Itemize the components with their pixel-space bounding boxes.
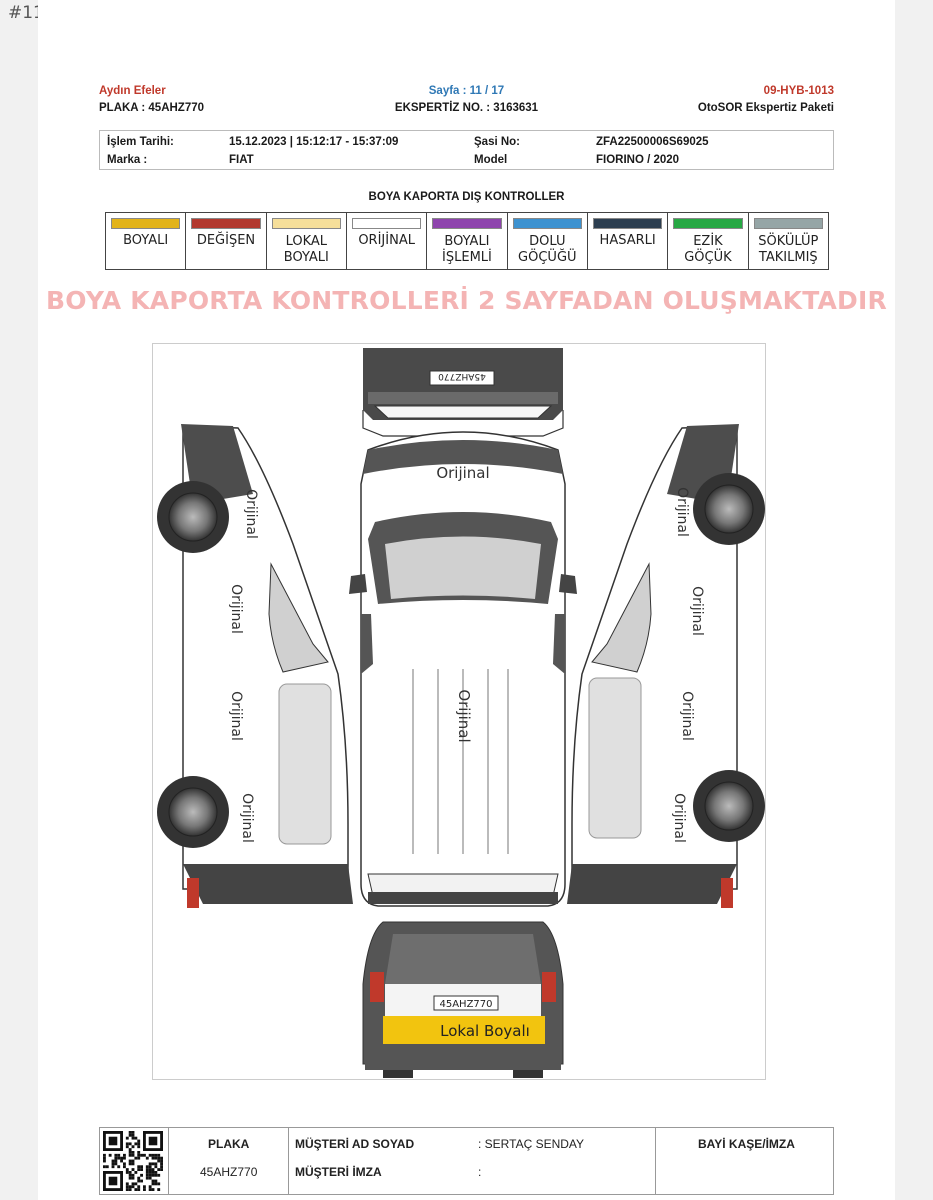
rear-plate: 45AHZ770 [439,999,492,1010]
left-side-view: Orijinal Orijinal Orijinal Orijinal [157,424,353,908]
legend-label: DEĞİŞEN [196,233,256,248]
legend-label: BOYALI [123,233,169,248]
legend-swatch [271,218,341,229]
left-rear-fender-status: Orijinal [239,793,255,843]
plate-label: PLAKA [208,1137,250,1151]
legend-label: ORİJİNAL [358,233,415,248]
right-side-view: Orijinal Orijinal Orijinal Orijinal [567,424,765,908]
qr-code-icon [103,1131,163,1191]
car-diagram-svg: 45AHZ770 Orijinal Orijinal [157,348,765,1078]
front-plate: 45AHZ770 [438,371,486,381]
right-rear-door-status: Orijinal [679,691,695,741]
legend-label: HASARLI [599,233,656,248]
date-value: 15.12.2023 | 15:12:17 - 15:37:09 [229,136,399,148]
legend-swatch [351,218,422,229]
tailgate-local-paint [383,1016,545,1044]
top-view: Orijinal Orijinal [349,431,577,907]
legend-swatch [111,218,181,229]
right-front-fender-status: Orijinal [674,487,690,537]
customer-label: MÜŞTERİ AD SOYAD [295,1137,415,1151]
right-front-door-status: Orijinal [689,586,705,636]
brand-value: FIAT [229,154,254,166]
brand-label: Marka : [107,154,148,166]
legend-swatch [191,218,261,229]
tailgate-status: Lokal Boyalı [440,1022,530,1040]
legend-swatch [592,218,663,229]
legend-item: HASARLI [588,213,669,269]
hood-status: Orijinal [436,464,489,482]
chassis-value: ZFA22500006S69025 [596,136,709,148]
date-label: İşlem Tarihi: [107,136,174,148]
dealer-name: Aydın Efeler [99,85,166,97]
footer-table: PLAKA 45AHZ770 MÜŞTERİ AD SOYAD : SERTAÇ… [99,1127,834,1195]
car-body-diagram: 45AHZ770 Orijinal Orijinal [152,343,766,1080]
legend-swatch [432,218,502,229]
chassis-label: Şasi No: [474,136,521,148]
vehicle-info-box: İşlem Tarihi: 15.12.2023 | 15:12:17 - 15… [99,130,834,170]
plate-value: 45AHZ770 [200,1165,258,1179]
stamp-label: BAYİ KAŞE/İMZA [698,1137,795,1151]
legend-item: DEĞİŞEN [186,213,267,269]
right-rear-fender-status: Orijinal [671,793,687,843]
page-number: Sayfa : 11 / 17 [428,85,505,97]
report-number: EKSPERTİZ NO. : 3163631 [394,102,539,114]
left-rear-door-status: Orijinal [228,691,244,741]
legend-swatch [512,218,582,229]
model-value: FIORINO / 2020 [596,154,680,166]
model-label: Model [474,154,508,166]
legend-swatch [753,218,823,229]
plate-line: PLAKA : 45AHZ770 [99,102,205,114]
roof-status: Orijinal [455,689,473,742]
legend-item: ORİJİNAL [347,213,428,269]
package-name: OtoSOR Ekspertiz Paketi [697,102,834,114]
two-page-notice: BOYA KAPORTA KONTROLLERİ 2 SAYFADAN OLUŞ… [46,286,887,315]
signature-value: : [478,1165,482,1179]
left-front-door-status: Orijinal [228,584,244,634]
legend-item: BOYALI [106,213,187,269]
section-title: BOYA KAPORTA DIŞ KONTROLLER [368,191,565,203]
signature-label: MÜŞTERİ İMZA [295,1165,382,1179]
rear-view: 45AHZ770 Lokal Boyalı [362,921,564,1078]
customer-value: : SERTAÇ SENDAY [478,1137,585,1151]
legend-swatch [673,218,743,229]
report-code: 09-HYB-1013 [763,85,834,97]
front-view: 45AHZ770 [362,348,564,437]
left-front-fender-status: Orijinal [243,489,259,539]
